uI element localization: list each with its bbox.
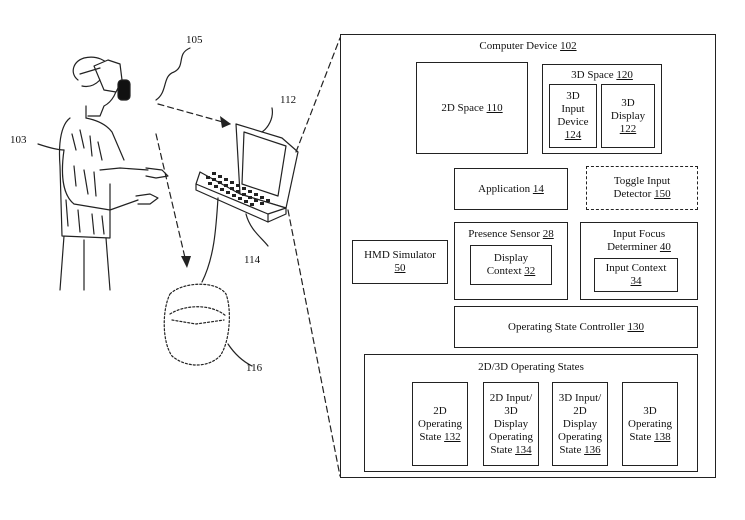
computer-device-label: Computer Device 102 [479,40,577,52]
cable [201,197,219,283]
leader-103 [37,143,65,151]
dashed-arrow-to-laptop [157,103,231,125]
ref-105: 105 [186,34,203,46]
operating-states-label: 2D/3D Operating States [478,361,584,373]
wireless-link-line [155,47,191,101]
person-figure [58,56,169,291]
laptop [195,123,299,223]
operating-state-controller-box: Operating State Controller 130 [454,306,698,348]
space-2d-box: 2D Space 110 [416,62,528,154]
ref-103: 103 [10,134,27,146]
hmd-device [163,283,230,366]
zoom-line-bottom [287,209,341,477]
dashed-arrow-to-hmd [155,133,187,263]
application-box: Application 14 [454,168,568,210]
zoom-line-top [295,37,341,153]
ref-114: 114 [244,254,261,266]
presence-sensor-label: Presence Sensor 28 [468,228,554,240]
ref-112: 112 [280,94,297,106]
space-3d-label: 3D Space 120 [571,69,633,81]
ref-116: 116 [246,362,263,374]
